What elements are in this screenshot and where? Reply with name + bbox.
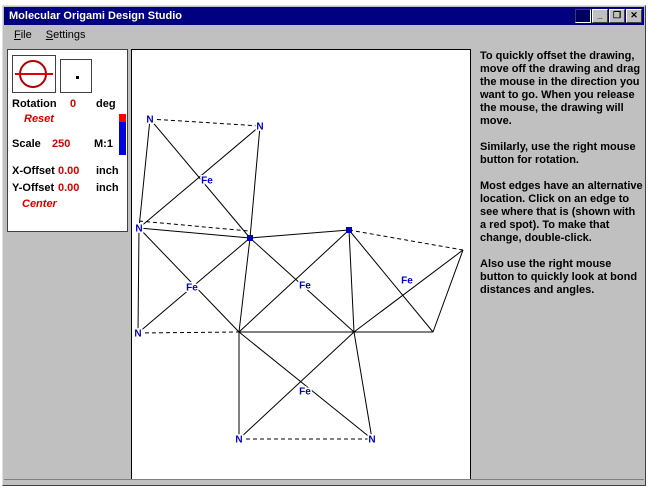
bond[interactable] bbox=[137, 237, 251, 334]
help-paragraph: Similarly, use the right mouse button fo… bbox=[480, 141, 636, 166]
iron-atom[interactable]: Fe bbox=[298, 279, 313, 293]
bond[interactable] bbox=[149, 118, 251, 239]
bond[interactable] bbox=[137, 227, 140, 334]
rotation-dial-needle bbox=[15, 73, 53, 75]
app-window: Molecular Origami Design Studio _ ❐ ✕ Fi… bbox=[2, 5, 646, 486]
rotation-value: 0 bbox=[70, 98, 77, 110]
bond[interactable] bbox=[353, 331, 373, 440]
rotation-dial[interactable] bbox=[12, 55, 56, 93]
y-offset-value: 0.00 bbox=[58, 182, 80, 194]
iron-atom[interactable]: Fe bbox=[400, 274, 415, 288]
nitrogen-atom[interactable]: N bbox=[145, 113, 155, 127]
nitrogen-atom[interactable]: N bbox=[255, 120, 265, 134]
nitrogen-atom[interactable]: N bbox=[133, 327, 143, 341]
y-offset-label: Y-Offset bbox=[12, 182, 55, 194]
x-offset-label: X-Offset bbox=[12, 165, 55, 177]
window-controls: _ ❐ ✕ bbox=[575, 9, 642, 23]
help-paragraph: Also use the right mouse button to quick… bbox=[480, 258, 638, 296]
iron-atom[interactable]: Fe bbox=[185, 281, 200, 295]
vertex-handle[interactable] bbox=[247, 235, 253, 241]
bond[interactable] bbox=[238, 331, 373, 440]
scale-slider-thumb[interactable] bbox=[119, 114, 126, 122]
menu-settings[interactable]: Settings bbox=[45, 29, 86, 41]
menu-bar: File Settings bbox=[4, 25, 644, 45]
bond[interactable] bbox=[348, 229, 355, 333]
help-paragraph: To quickly offset the drawing, move off … bbox=[480, 50, 641, 127]
bond-alternative[interactable] bbox=[348, 229, 464, 251]
bond[interactable] bbox=[238, 237, 251, 333]
bond[interactable] bbox=[138, 227, 251, 239]
nitrogen-atom[interactable]: N bbox=[367, 433, 377, 447]
bond-alternative[interactable] bbox=[138, 220, 250, 232]
inactive-control-box bbox=[575, 9, 591, 23]
scale-unit: M:1 bbox=[94, 138, 113, 150]
menu-file[interactable]: File bbox=[14, 29, 32, 41]
bond[interactable] bbox=[249, 125, 261, 239]
bond[interactable] bbox=[138, 118, 151, 229]
bond-alternative[interactable] bbox=[137, 331, 240, 334]
bond[interactable] bbox=[238, 331, 355, 440]
close-button[interactable]: ✕ bbox=[626, 9, 642, 23]
reset-button[interactable]: Reset bbox=[24, 113, 54, 125]
iron-atom[interactable]: Fe bbox=[200, 174, 215, 188]
window-bottom-edge bbox=[4, 479, 644, 484]
scale-value: 250 bbox=[52, 138, 71, 150]
help-panel: To quickly offset the drawing, move off … bbox=[480, 50, 644, 310]
bond[interactable] bbox=[238, 229, 350, 333]
rotation-unit: deg bbox=[96, 98, 116, 110]
center-button[interactable]: Center bbox=[22, 198, 57, 210]
bond[interactable] bbox=[138, 227, 240, 333]
nitrogen-atom[interactable]: N bbox=[134, 222, 144, 236]
bond[interactable] bbox=[348, 229, 434, 333]
nitrogen-atom[interactable]: N bbox=[234, 433, 244, 447]
iron-atom[interactable]: Fe bbox=[298, 385, 313, 399]
rotation-label: Rotation bbox=[12, 98, 57, 110]
bond-alternative[interactable] bbox=[149, 118, 261, 127]
bond[interactable] bbox=[353, 249, 464, 333]
maximize-button[interactable]: ❐ bbox=[609, 9, 625, 23]
control-panel: Rotation 0 deg Reset Scale 250 M:1 X-Off… bbox=[7, 49, 128, 232]
minimize-button[interactable]: _ bbox=[592, 9, 608, 23]
x-offset-unit: inch bbox=[96, 165, 119, 177]
x-offset-value: 0.00 bbox=[58, 165, 80, 177]
bond[interactable] bbox=[432, 249, 464, 333]
help-paragraph: Most edges have an alternative location.… bbox=[480, 180, 643, 244]
bond[interactable] bbox=[249, 237, 355, 333]
offset-pad[interactable] bbox=[60, 59, 92, 93]
y-offset-unit: inch bbox=[96, 182, 119, 194]
bond[interactable] bbox=[249, 229, 350, 239]
window-title: Molecular Origami Design Studio bbox=[9, 10, 182, 22]
scale-label: Scale bbox=[12, 138, 41, 150]
vertex-handle[interactable] bbox=[346, 227, 352, 233]
scale-slider[interactable] bbox=[119, 114, 126, 155]
title-bar: Molecular Origami Design Studio _ ❐ ✕ bbox=[4, 7, 644, 25]
offset-pad-dot bbox=[76, 76, 79, 79]
bond[interactable] bbox=[138, 125, 261, 229]
